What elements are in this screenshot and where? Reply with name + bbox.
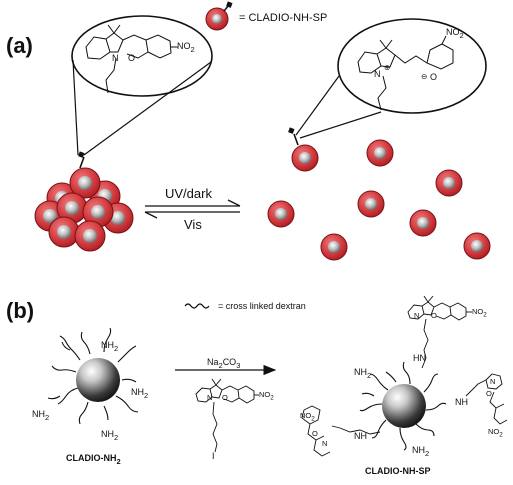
nh2-label-left: NH2 (32, 409, 50, 422)
cluster-linker (78, 151, 85, 169)
sp-top-no2-label: NO2 (472, 307, 487, 319)
nh2-label-top: NH2 (101, 340, 119, 353)
open-no2-label: NO2 (446, 27, 464, 40)
open-linker (288, 127, 299, 146)
nh2-label-sp-left: NH2 (354, 367, 372, 380)
caption-cladio-nh2: CLADIO-NH2 (66, 453, 121, 466)
legend-particle (205, 1, 233, 31)
reagent-structure (195, 378, 259, 453)
closed-o-label: O (128, 53, 136, 63)
nh2-label-right: NH2 (131, 387, 149, 400)
bubble-pointer-left (72, 59, 79, 156)
uv-dark-label: UV/dark (165, 186, 212, 201)
particle-cluster (34, 167, 134, 252)
reagent-label: Na2CO3 (207, 357, 241, 370)
cladio-nh-sp-particle (359, 361, 447, 451)
sp-left-no2-label: NO2 (300, 411, 315, 423)
reagent-no2-label: NO2 (259, 390, 274, 402)
reagent-o-label: O (222, 393, 228, 402)
open-o-label: O (430, 72, 438, 82)
sp-right-n-label: N (490, 377, 496, 386)
panel-b-label: (b) (6, 298, 35, 323)
closed-no2-label: NO2 (177, 41, 195, 54)
closed-n-label: N (112, 53, 119, 63)
open-form-bubble (337, 18, 487, 114)
panel-a-label: (a) (6, 33, 33, 58)
hn-label-top: HN (413, 353, 426, 363)
closed-form-bubble (71, 15, 213, 97)
legend-cladio-nh-sp: = CLADIO-NH-SP (239, 12, 328, 24)
sp-top-n-label: N (414, 311, 420, 320)
nh2-label-sp-bottom: NH2 (412, 445, 430, 458)
sp-arm-top (407, 295, 472, 369)
sp-left-o-label: O (312, 429, 318, 438)
open-minus-charge: ⊖ (421, 72, 428, 81)
caption-cladio-nh-sp: CLADIO-NH-SP (365, 466, 431, 476)
open-n-label: N (374, 69, 381, 79)
reagent-n-label: N (207, 393, 213, 402)
open-bubble-pointer-left (295, 75, 340, 136)
reversible-arrows (144, 199, 241, 219)
nh-label-right: NH (455, 397, 468, 407)
sp-right-o-label: O (486, 389, 492, 398)
legend-dextran: = cross linked dextran (218, 301, 306, 311)
cladio-nh2-particle (47, 327, 139, 425)
nh-label-left: NH (354, 431, 367, 441)
open-plus-charge: ⊕ (384, 63, 391, 72)
dispersed-particles (267, 139, 491, 261)
open-bubble-pointer-right (299, 111, 382, 139)
sp-arm-left (301, 405, 381, 457)
sp-arm-right (465, 373, 508, 425)
sp-top-o-label: O (431, 311, 437, 320)
dextran-legend-squiggle (184, 303, 210, 309)
reagent-iodide-label: I (212, 451, 215, 461)
sp-right-no2-label: NO2 (488, 427, 503, 439)
nh2-label-bottom: NH2 (101, 429, 119, 442)
vis-label: Vis (184, 217, 202, 232)
sp-left-n-label: N (322, 439, 328, 448)
bubble-pointer-right (83, 61, 212, 156)
